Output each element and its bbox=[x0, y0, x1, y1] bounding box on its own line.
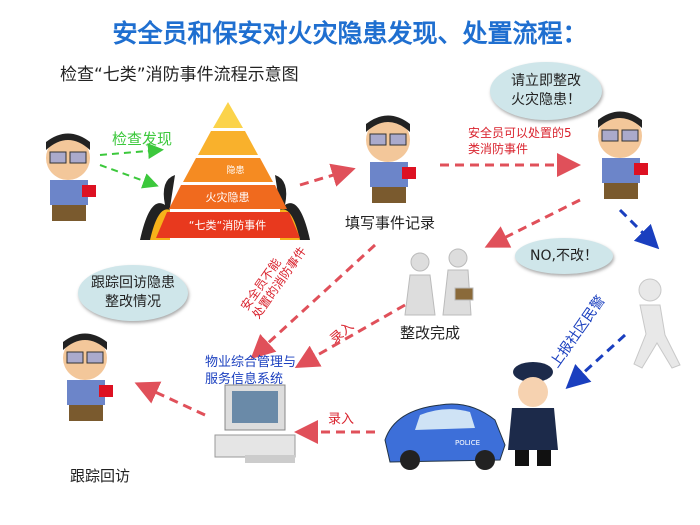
label-rectify-done: 整改完成 bbox=[400, 324, 461, 342]
bubble-rectify-order: 请立即整改 火灾隐患！ bbox=[490, 62, 602, 120]
police-car-icon: POLICE bbox=[384, 403, 506, 470]
arrow-record-to-system bbox=[250, 243, 377, 360]
label-can-handle: 安全员可以处置的5 类消防事件 bbox=[468, 126, 572, 156]
label-inspect-found: 检查发现 bbox=[112, 130, 173, 148]
running-figure-icon bbox=[633, 278, 681, 369]
computer-icon bbox=[214, 384, 296, 463]
page-title: 安全员和保安对火灾隐患发现、处置流程： bbox=[112, 19, 588, 48]
pyramid-level-fire-hazard: 火灾隐患 bbox=[205, 191, 250, 204]
police-text: POLICE bbox=[455, 439, 480, 447]
guard-figure-bottom bbox=[55, 330, 120, 429]
bubble-refuse: NO,不改！ bbox=[515, 238, 613, 274]
label-follow-up: 跟踪回访 bbox=[70, 467, 131, 485]
guard-figure-left bbox=[38, 130, 103, 229]
pyramid-level-seven-events: “七类“消防事件 bbox=[188, 219, 267, 232]
label-enter-2: 录入 bbox=[328, 412, 355, 427]
arrow-pyramid-to-record bbox=[299, 163, 356, 187]
police-officer-icon bbox=[508, 362, 558, 466]
label-system: 物业综合管理与 服务信息系统 bbox=[205, 355, 297, 387]
guard-figure-middle bbox=[358, 112, 423, 211]
bubble-follow-check: 跟踪回访隐患 整改情况 bbox=[78, 265, 188, 321]
label-fill-record: 填写事件记录 bbox=[345, 214, 436, 232]
pyramid-level-hazard: 隐患 bbox=[226, 166, 245, 176]
handshake-figures-icon bbox=[404, 248, 474, 316]
arrow-done-to-system bbox=[294, 303, 406, 368]
diagram-subtitle: 检查“七类”消防事件流程示意图 bbox=[60, 65, 299, 85]
arrow-computer-to-followup bbox=[134, 381, 206, 417]
pyramid bbox=[140, 102, 310, 240]
arrow-guard-to-done bbox=[484, 198, 581, 248]
guard-figure-right bbox=[590, 108, 655, 207]
